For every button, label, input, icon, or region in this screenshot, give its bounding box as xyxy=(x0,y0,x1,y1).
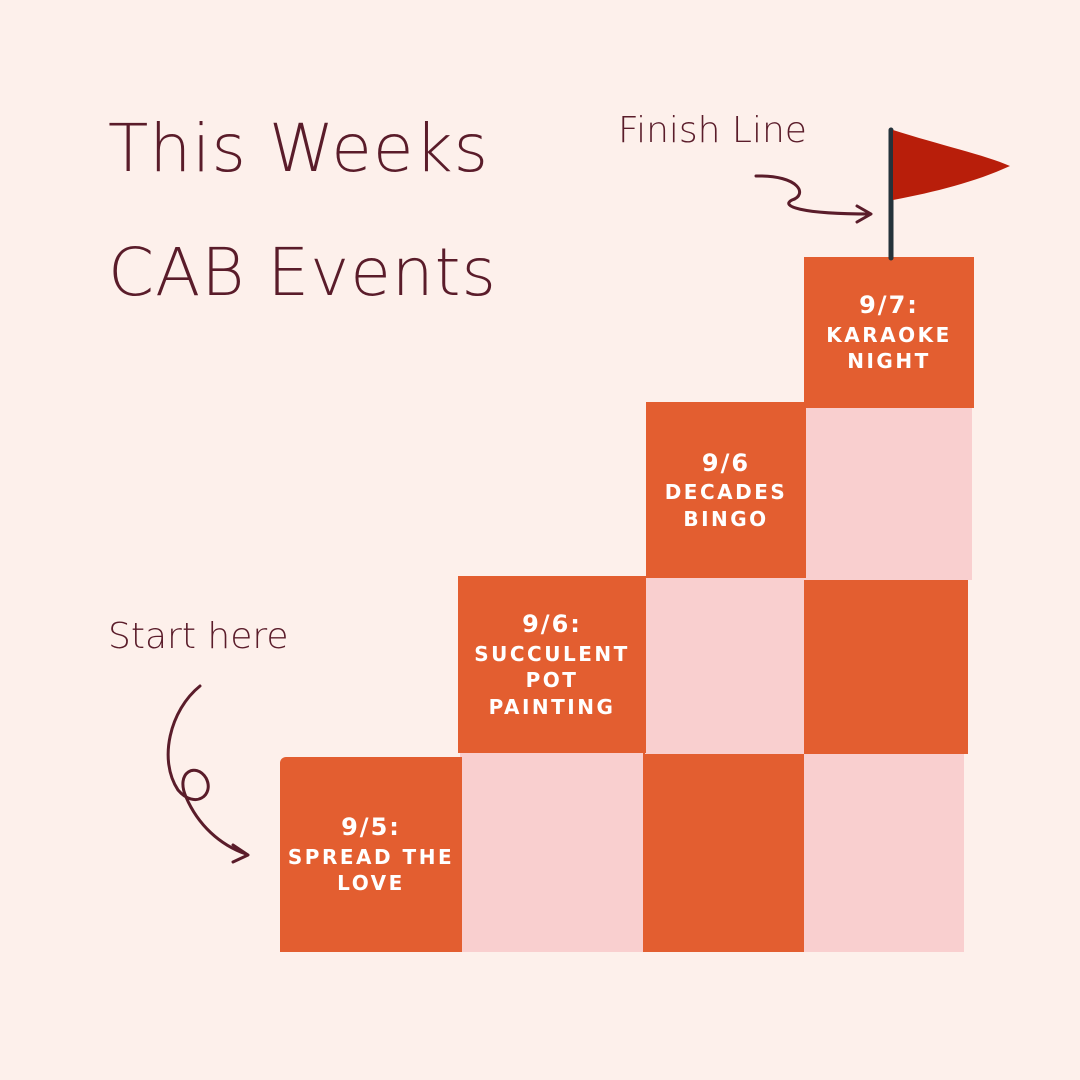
event-name-line2: bingo xyxy=(683,506,769,531)
event-step-2: 9/6: Succulent pot painting xyxy=(458,576,646,753)
event-step-3: 9/6 Decades bingo xyxy=(646,402,806,578)
event-name-line1: Succulent xyxy=(474,641,630,666)
start-here-label: Start here xyxy=(108,616,289,657)
title-line-1: This Weeks xyxy=(108,110,490,187)
event-date: 9/6: xyxy=(522,610,582,639)
grid-square xyxy=(643,752,806,952)
grid-square xyxy=(804,578,968,754)
event-name-line2: love xyxy=(337,871,405,896)
event-date: 9/5: xyxy=(341,813,401,842)
grid-square xyxy=(804,406,972,580)
event-date: 9/7: xyxy=(859,291,919,320)
event-name-line2: night xyxy=(847,349,931,374)
event-name-line1: Karaoke xyxy=(826,322,952,347)
grid-square xyxy=(804,752,964,952)
event-name-line2: pot painting xyxy=(488,668,616,719)
event-step-1: 9/5: Spread the love xyxy=(280,757,462,952)
event-name-line1: Decades xyxy=(664,480,788,505)
arrow-to-flag-icon xyxy=(754,174,873,224)
event-date: 9/6 xyxy=(701,448,751,477)
finish-flag-icon xyxy=(888,127,1010,261)
event-name-line1: Spread the xyxy=(287,844,455,869)
grid-square xyxy=(460,752,645,952)
finish-line-label: Finish Line xyxy=(618,110,807,151)
arrow-to-start-icon xyxy=(166,684,250,864)
grid-square xyxy=(645,578,806,754)
event-step-4: 9/7: Karaoke night xyxy=(804,257,974,408)
title-line-2: CAB Events xyxy=(108,234,497,311)
